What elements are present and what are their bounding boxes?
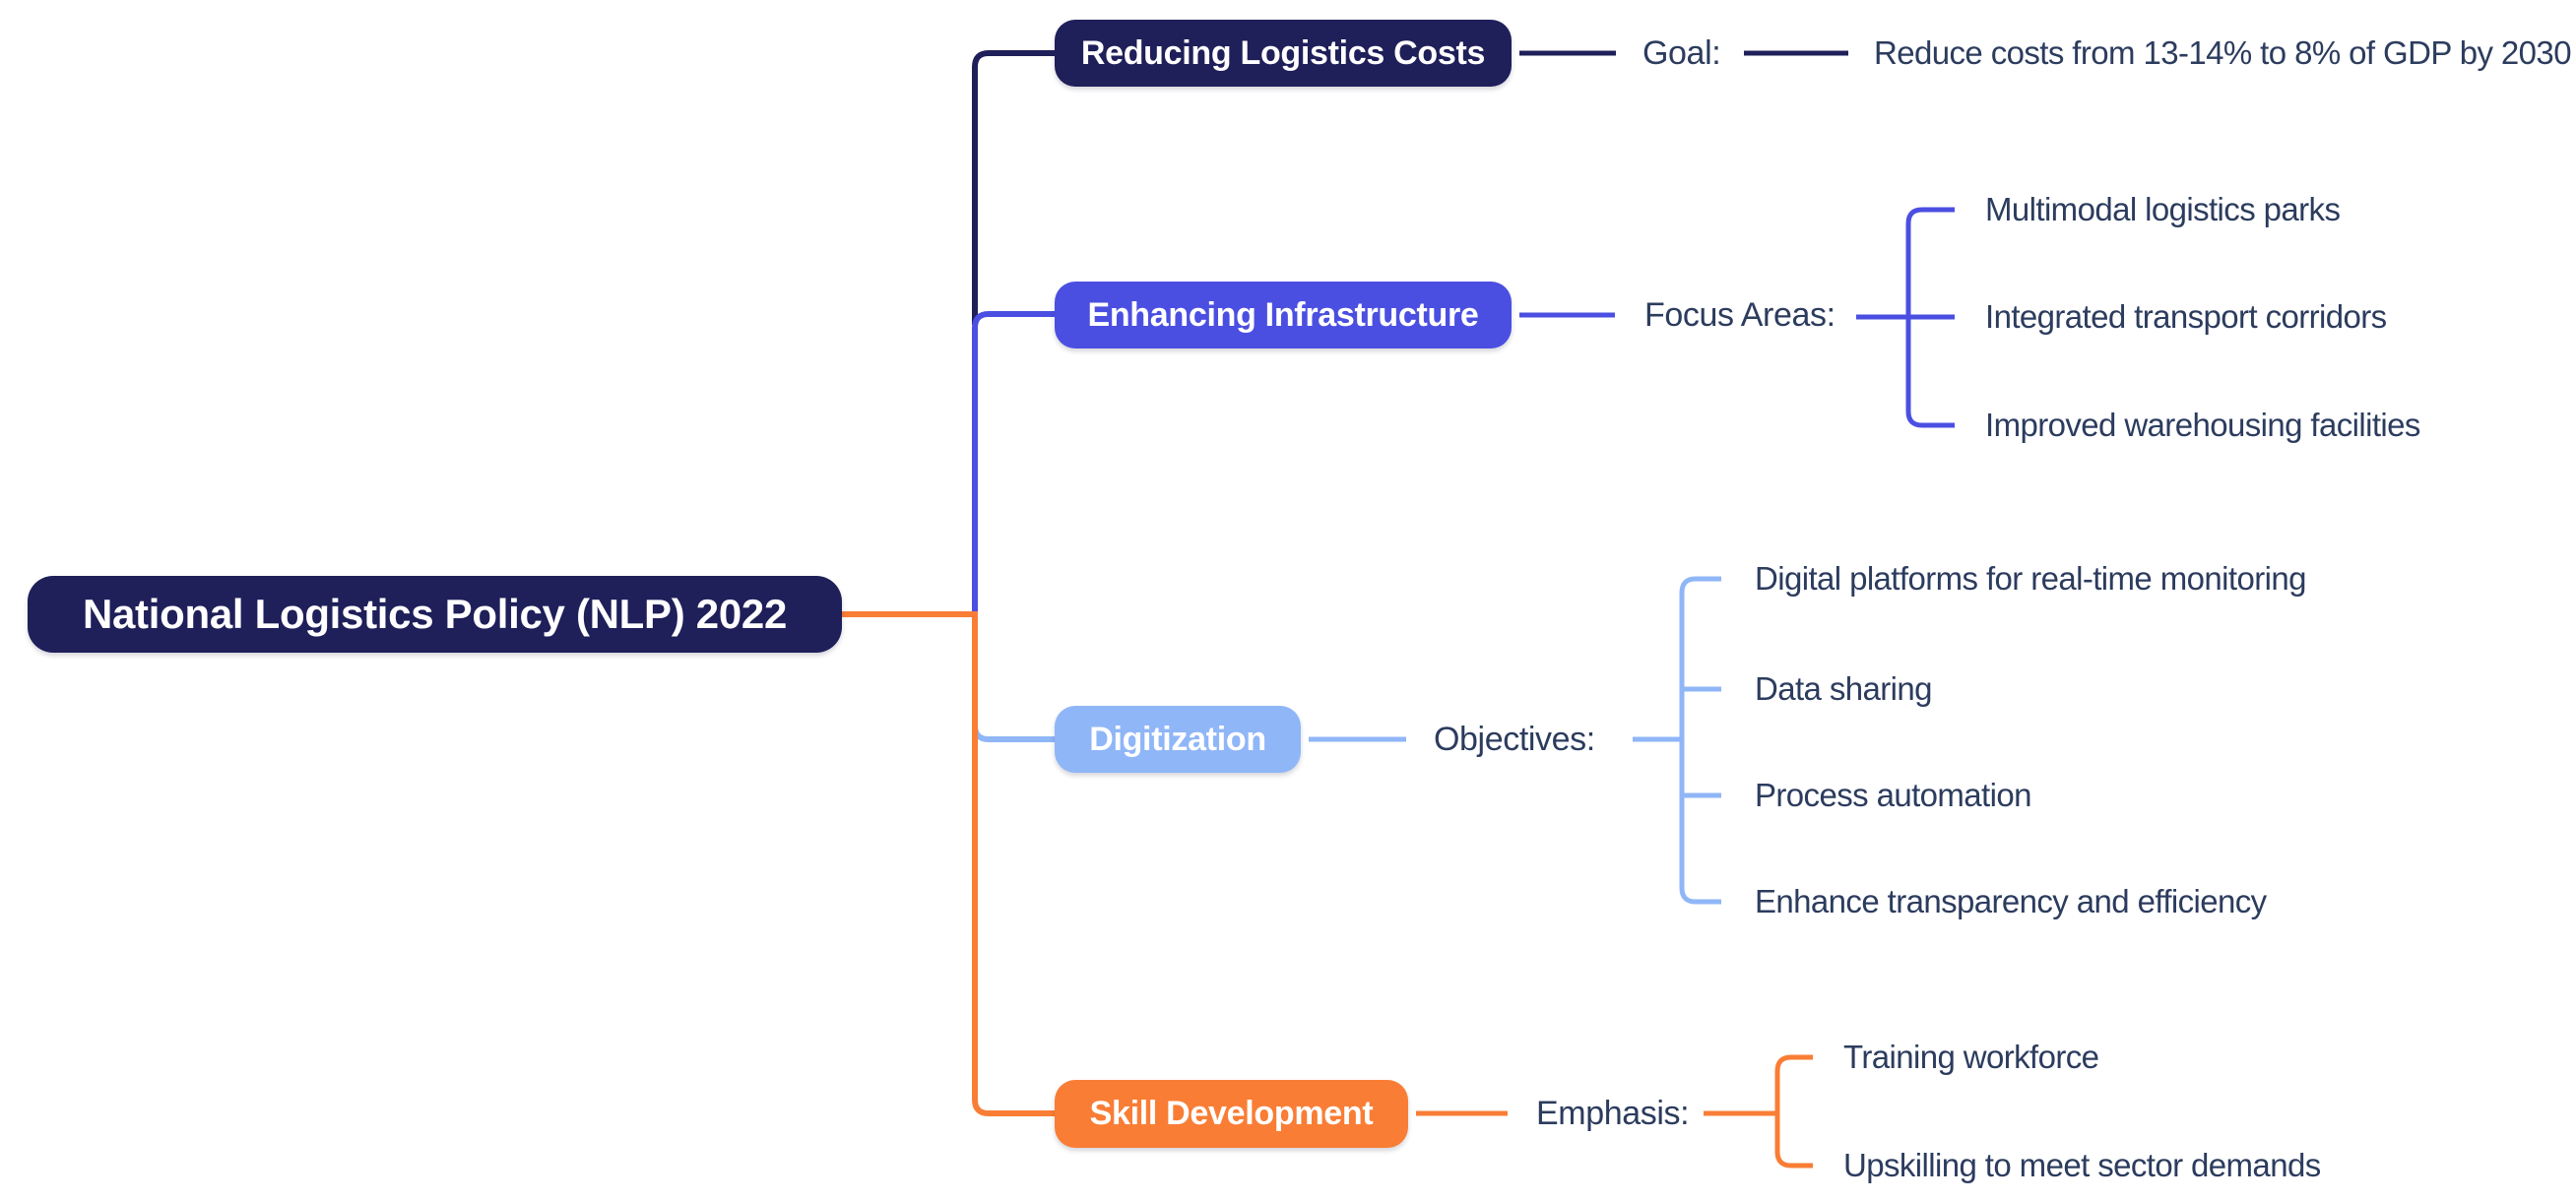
annotation-focus-areas[interactable]: Focus Areas: [1644, 296, 1835, 334]
connector-branch-digitization [972, 711, 1055, 742]
branch-node-digitization[interactable]: Digitization [1055, 706, 1301, 773]
annotation-goal[interactable]: Goal: [1642, 34, 1721, 72]
connector-emphasis [1416, 1054, 1813, 1169]
connector-branch-skill-development [842, 611, 1055, 1116]
connector-branch-reducing-costs [972, 50, 1055, 325]
leaf-upskilling[interactable]: Upskilling to meet sector demands [1843, 1147, 2321, 1183]
branch-node-skill-development[interactable]: Skill Development [1055, 1080, 1408, 1148]
connector-objectives [1309, 576, 1721, 905]
leaf-warehousing-facilities[interactable]: Improved warehousing facilities [1985, 407, 2420, 443]
annotation-objectives[interactable]: Objectives: [1434, 721, 1595, 758]
leaf-training-workforce[interactable]: Training workforce [1843, 1039, 2099, 1075]
leaf-reduce-costs[interactable]: Reduce costs from 13-14% to 8% of GDP by… [1874, 34, 2572, 71]
leaf-digital-platforms[interactable]: Digital platforms for real-time monitori… [1755, 560, 2306, 597]
leaf-transport-corridors[interactable]: Integrated transport corridors [1985, 298, 2387, 335]
leaf-multimodal-parks[interactable]: Multimodal logistics parks [1985, 191, 2341, 227]
leaf-process-automation[interactable]: Process automation [1755, 777, 2031, 813]
connector-branch-infrastructure [972, 311, 1055, 614]
leaf-data-sharing[interactable]: Data sharing [1755, 670, 1933, 707]
branch-node-reducing-costs[interactable]: Reducing Logistics Costs [1055, 20, 1512, 87]
leaf-transparency-efficiency[interactable]: Enhance transparency and efficiency [1755, 883, 2267, 919]
annotation-emphasis[interactable]: Emphasis: [1536, 1095, 1690, 1132]
root-node[interactable]: National Logistics Policy (NLP) 2022 [28, 576, 842, 653]
connector-focus-areas [1519, 207, 1955, 428]
branch-node-infrastructure[interactable]: Enhancing Infrastructure [1055, 282, 1512, 348]
